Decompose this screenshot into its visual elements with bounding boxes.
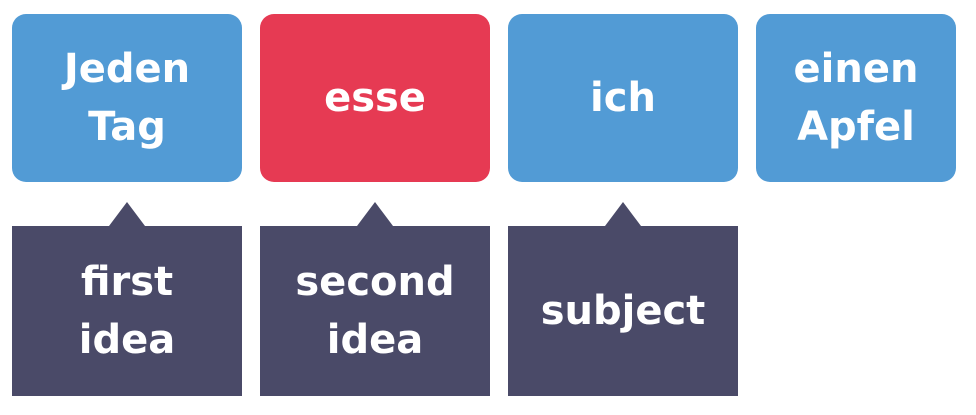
word-box-jeden-tag: Jeden Tag: [12, 14, 242, 182]
pointer-subject: [605, 202, 641, 226]
pointer-first-idea: [109, 202, 145, 226]
word-box-esse: esse: [260, 14, 490, 182]
pointer-second-idea: [357, 202, 393, 226]
label-first-idea: first idea: [12, 226, 242, 396]
label-second-idea: second idea: [260, 226, 490, 396]
word-box-einen-apfel: einen Apfel: [756, 14, 956, 182]
label-subject: subject: [508, 226, 738, 396]
word-box-ich: ich: [508, 14, 738, 182]
